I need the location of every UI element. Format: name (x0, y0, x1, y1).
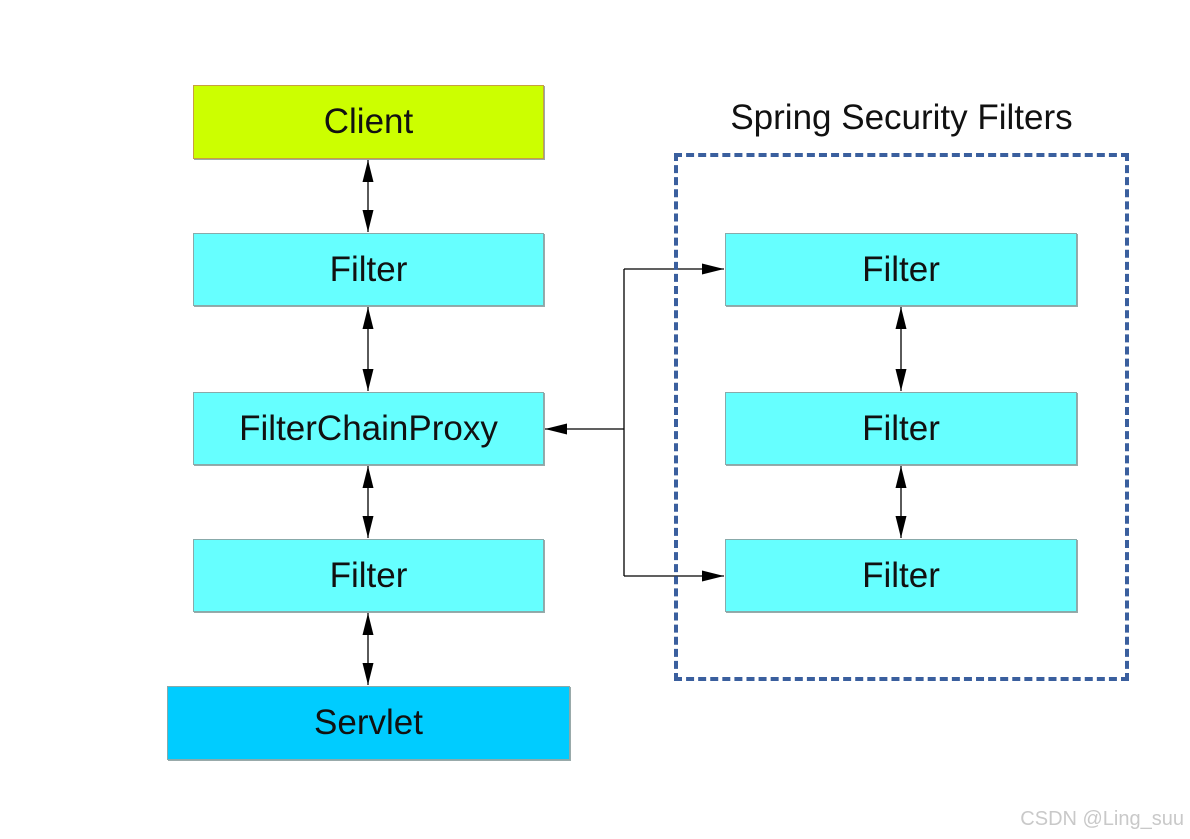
security-filter-node-3: Filter (725, 539, 1077, 612)
servlet-node: Servlet (167, 686, 570, 760)
security-filter-node-2: Filter (725, 392, 1077, 465)
filter-node-bottom: Filter (193, 539, 544, 612)
filter-node-top: Filter (193, 233, 544, 306)
filter-chain-proxy-node: FilterChainProxy (193, 392, 544, 465)
security-filters-group (674, 153, 1129, 681)
watermark: CSDN @Ling_suu (1020, 808, 1184, 830)
security-filter-node-1: Filter (725, 233, 1077, 306)
client-node: Client (193, 85, 544, 159)
security-filters-title: Spring Security Filters (730, 98, 1073, 137)
